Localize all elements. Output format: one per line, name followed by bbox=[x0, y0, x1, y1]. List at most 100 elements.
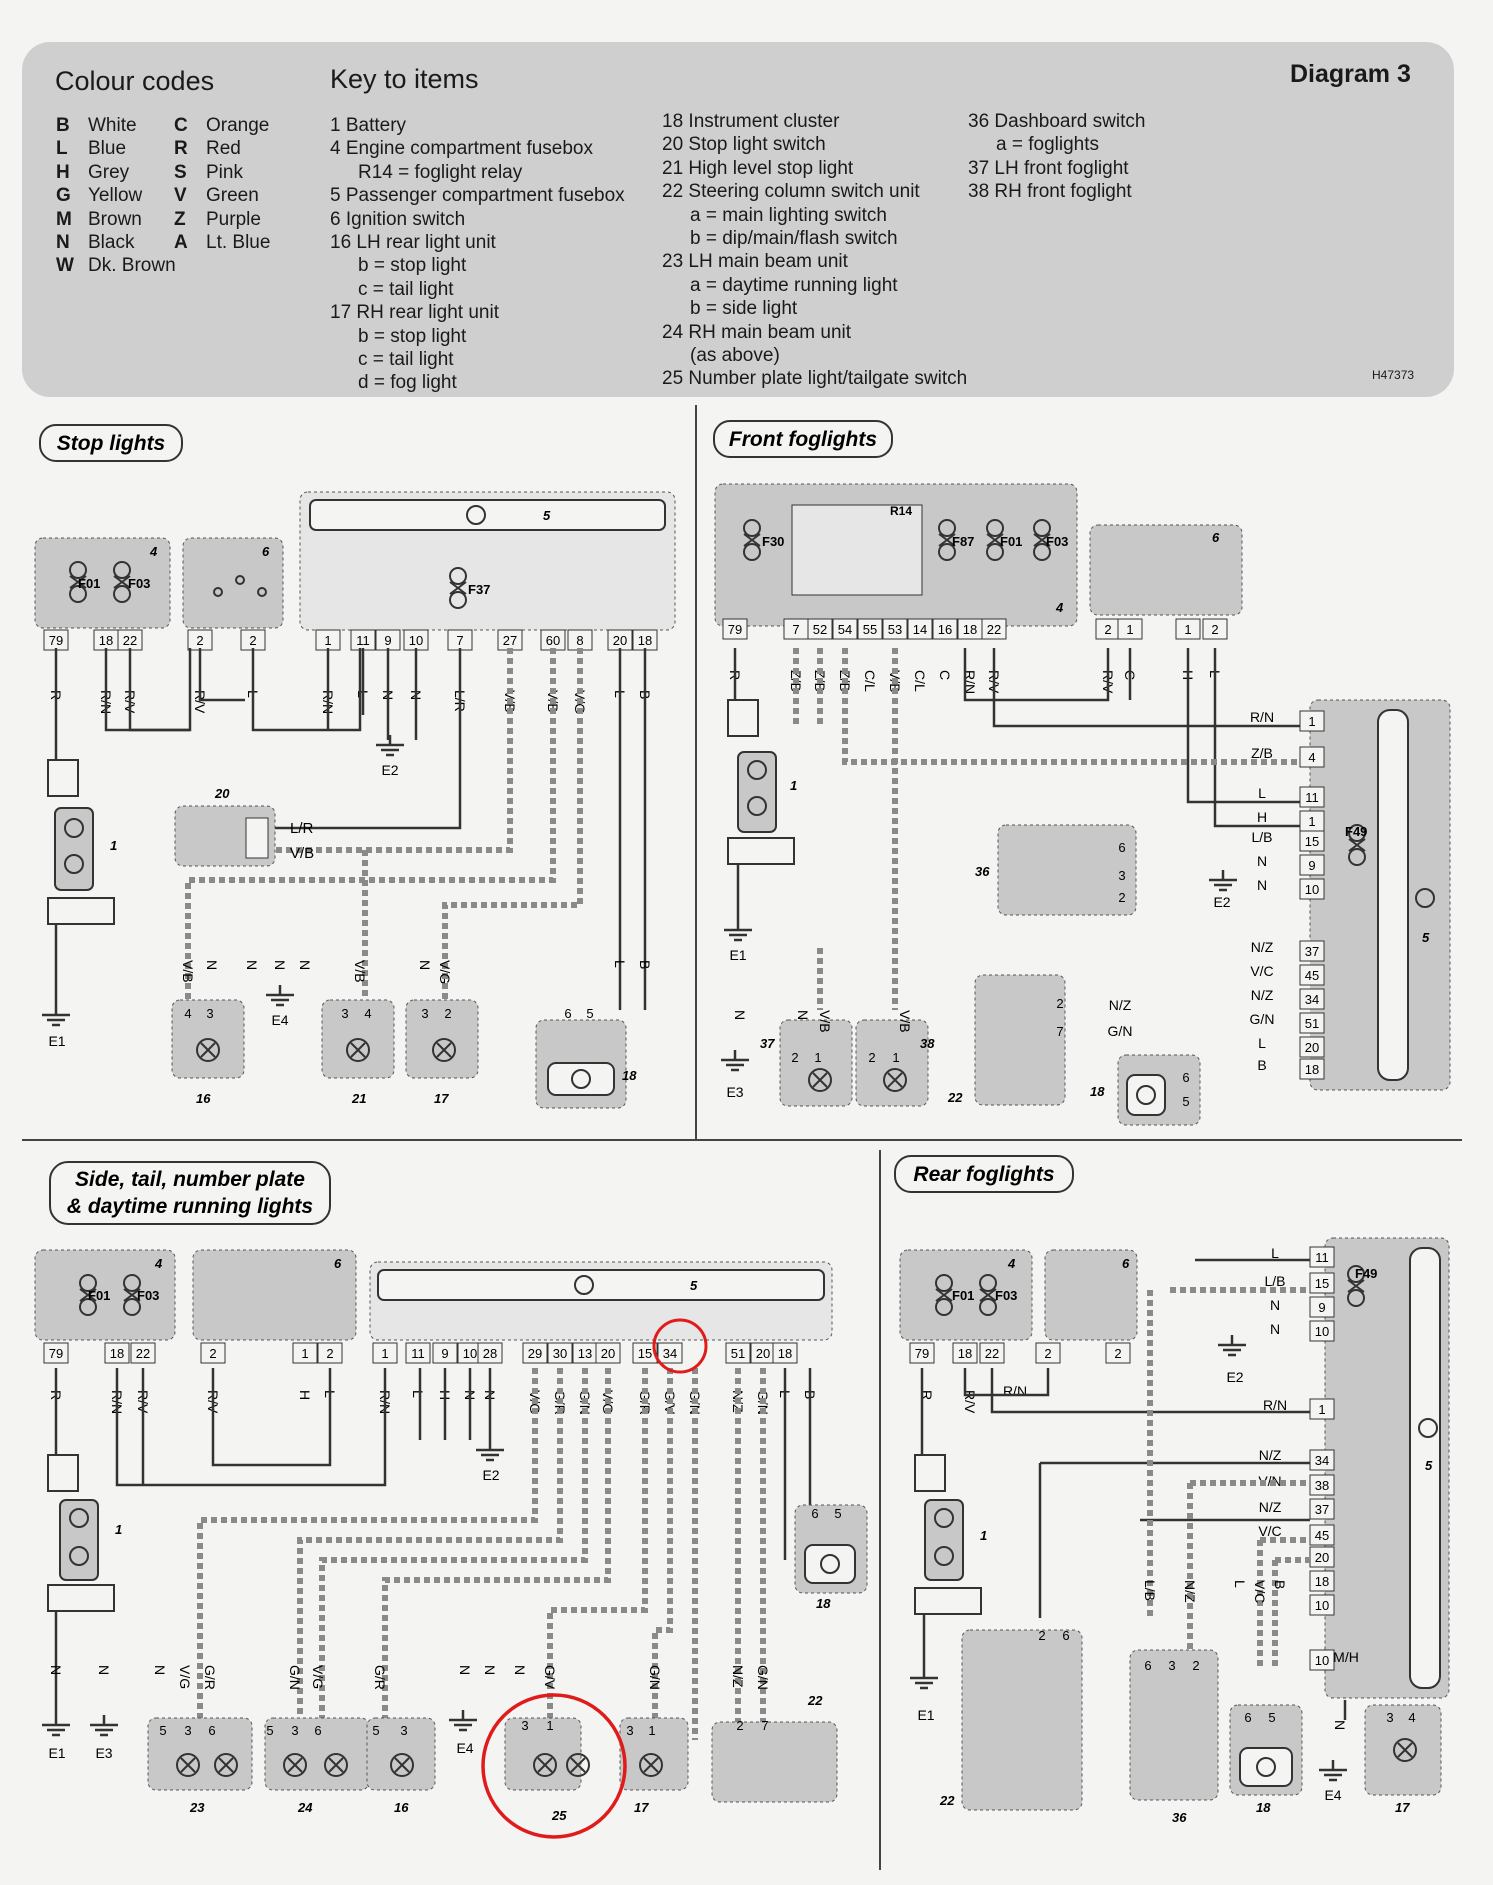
connector-pin bbox=[522, 1342, 548, 1364]
pin-number: 6 bbox=[1118, 840, 1125, 855]
pin-number: 18 bbox=[99, 633, 113, 648]
svg-text:1: 1 bbox=[790, 778, 797, 793]
pin-number: 6 bbox=[208, 1723, 215, 1738]
connector-pin bbox=[1309, 1272, 1335, 1294]
wire-colour-label: V/C bbox=[1250, 963, 1273, 979]
pin-number: 7 bbox=[761, 1718, 768, 1733]
svg-text:Stop lights: Stop lights bbox=[57, 432, 166, 455]
pin-number: 20 bbox=[756, 1346, 770, 1361]
pin-number: 1 bbox=[324, 633, 331, 648]
connector-pin bbox=[1299, 964, 1325, 986]
pin-number: 6 bbox=[314, 1723, 321, 1738]
wire-colour-label: R/V bbox=[192, 690, 208, 714]
svg-text:F30: F30 bbox=[762, 534, 784, 549]
connector-pin bbox=[909, 1342, 935, 1364]
svg-text:F01: F01 bbox=[952, 1288, 974, 1303]
connector-pin bbox=[722, 618, 748, 640]
pin-number: 18 bbox=[778, 1346, 792, 1361]
wire-colour-label: N/Z bbox=[1251, 939, 1274, 955]
section-label-front-foglights: Front foglights bbox=[713, 420, 893, 458]
header-panel bbox=[22, 42, 1454, 397]
wire-colour-label: V/G bbox=[177, 1665, 193, 1689]
key-item: 4 Engine compartment fusebox bbox=[330, 138, 593, 160]
svg-text:5: 5 bbox=[1425, 1458, 1433, 1473]
connector-pin bbox=[1309, 1474, 1335, 1496]
svg-text:E1: E1 bbox=[917, 1707, 934, 1723]
key-item: 5 Passenger compartment fusebox bbox=[330, 185, 625, 207]
pin-number: 6 bbox=[1182, 1070, 1189, 1085]
key-item: (as above) bbox=[690, 345, 780, 367]
pin-number: 5 bbox=[159, 1723, 166, 1738]
pin-number: 22 bbox=[987, 622, 1001, 637]
diagram-title: Diagram 3 bbox=[1290, 60, 1411, 88]
key-item: 36 Dashboard switch bbox=[968, 111, 1146, 132]
wire-colour-label: B bbox=[1272, 1580, 1288, 1589]
connector-pin bbox=[1299, 988, 1325, 1010]
key-item: 1 Battery bbox=[330, 115, 407, 136]
connector-pin bbox=[857, 618, 883, 640]
pin-number: 34 bbox=[663, 1346, 677, 1361]
pin-number: 15 bbox=[638, 1346, 652, 1361]
highlight-circle-pin-15 bbox=[652, 1318, 708, 1374]
wire-colour-label: R bbox=[919, 1390, 935, 1400]
colour-codes-title: Colour codes bbox=[55, 66, 215, 96]
pin-number: 8 bbox=[576, 633, 583, 648]
connector-pin bbox=[477, 1342, 503, 1364]
svg-text:R14: R14 bbox=[890, 504, 912, 518]
svg-text:F03: F03 bbox=[1046, 534, 1068, 549]
wire-colour-label: N bbox=[244, 960, 260, 970]
svg-text:Side, tail, number plate: Side, tail, number plate bbox=[75, 1168, 305, 1191]
svg-text:Front foglights: Front foglights bbox=[729, 428, 877, 451]
connector-pin bbox=[932, 618, 958, 640]
wire-colour-label: M/H bbox=[1333, 1649, 1359, 1665]
pin-number: 10 bbox=[1315, 1598, 1329, 1613]
key-item: 16 LH rear light unit bbox=[330, 232, 496, 254]
pin-number: 2 bbox=[196, 633, 203, 648]
svg-text:E4: E4 bbox=[456, 1740, 473, 1756]
pin-number: 20 bbox=[1315, 1550, 1329, 1565]
connector-pin bbox=[1035, 1342, 1061, 1364]
pin-number: 6 bbox=[564, 1006, 571, 1021]
connector-pin bbox=[1117, 618, 1143, 640]
section-label-rear-foglights: Rear foglights bbox=[894, 1155, 1074, 1193]
key-item: 23 LH main beam unit bbox=[662, 251, 848, 273]
svg-text:E1: E1 bbox=[729, 947, 746, 963]
svg-text:E2: E2 bbox=[381, 762, 398, 778]
connector-pin bbox=[1309, 1649, 1335, 1671]
pin-number: 18 bbox=[638, 633, 652, 648]
connector-pin bbox=[952, 1342, 978, 1364]
pin-number: 3 bbox=[521, 1718, 528, 1733]
svg-text:37: 37 bbox=[760, 1036, 775, 1051]
wire-colour-label: L bbox=[1232, 1580, 1248, 1588]
diagram-ref: H47373 bbox=[1372, 368, 1415, 382]
key-item: 6 Ignition switch bbox=[330, 208, 466, 230]
wire-colour-label: N bbox=[417, 960, 433, 970]
svg-text:36: 36 bbox=[1172, 1810, 1187, 1825]
connector-pin bbox=[1299, 878, 1325, 900]
section-label-stop-lights: Stop lights bbox=[39, 424, 183, 462]
connector-pin bbox=[1299, 1058, 1325, 1080]
pin-number: 10 bbox=[1315, 1653, 1329, 1668]
svg-text:Rear foglights: Rear foglights bbox=[913, 1163, 1054, 1186]
pin-number: 18 bbox=[958, 1346, 972, 1361]
pin-number: 11 bbox=[1315, 1250, 1329, 1265]
wire-colour-label: C bbox=[937, 670, 953, 680]
svg-text:E3: E3 bbox=[95, 1745, 112, 1761]
pin-number: 27 bbox=[503, 633, 517, 648]
pin-number: 1 bbox=[381, 1346, 388, 1361]
wire-colour-label: N bbox=[1270, 1297, 1280, 1313]
svg-text:1: 1 bbox=[115, 1522, 122, 1537]
pin-number: 20 bbox=[613, 633, 627, 648]
pin-number: 37 bbox=[1315, 1502, 1329, 1517]
key-item: b = stop light bbox=[358, 325, 467, 347]
wire-colour-label: V/B bbox=[897, 1010, 913, 1033]
pin-number: 3 bbox=[184, 1723, 191, 1738]
